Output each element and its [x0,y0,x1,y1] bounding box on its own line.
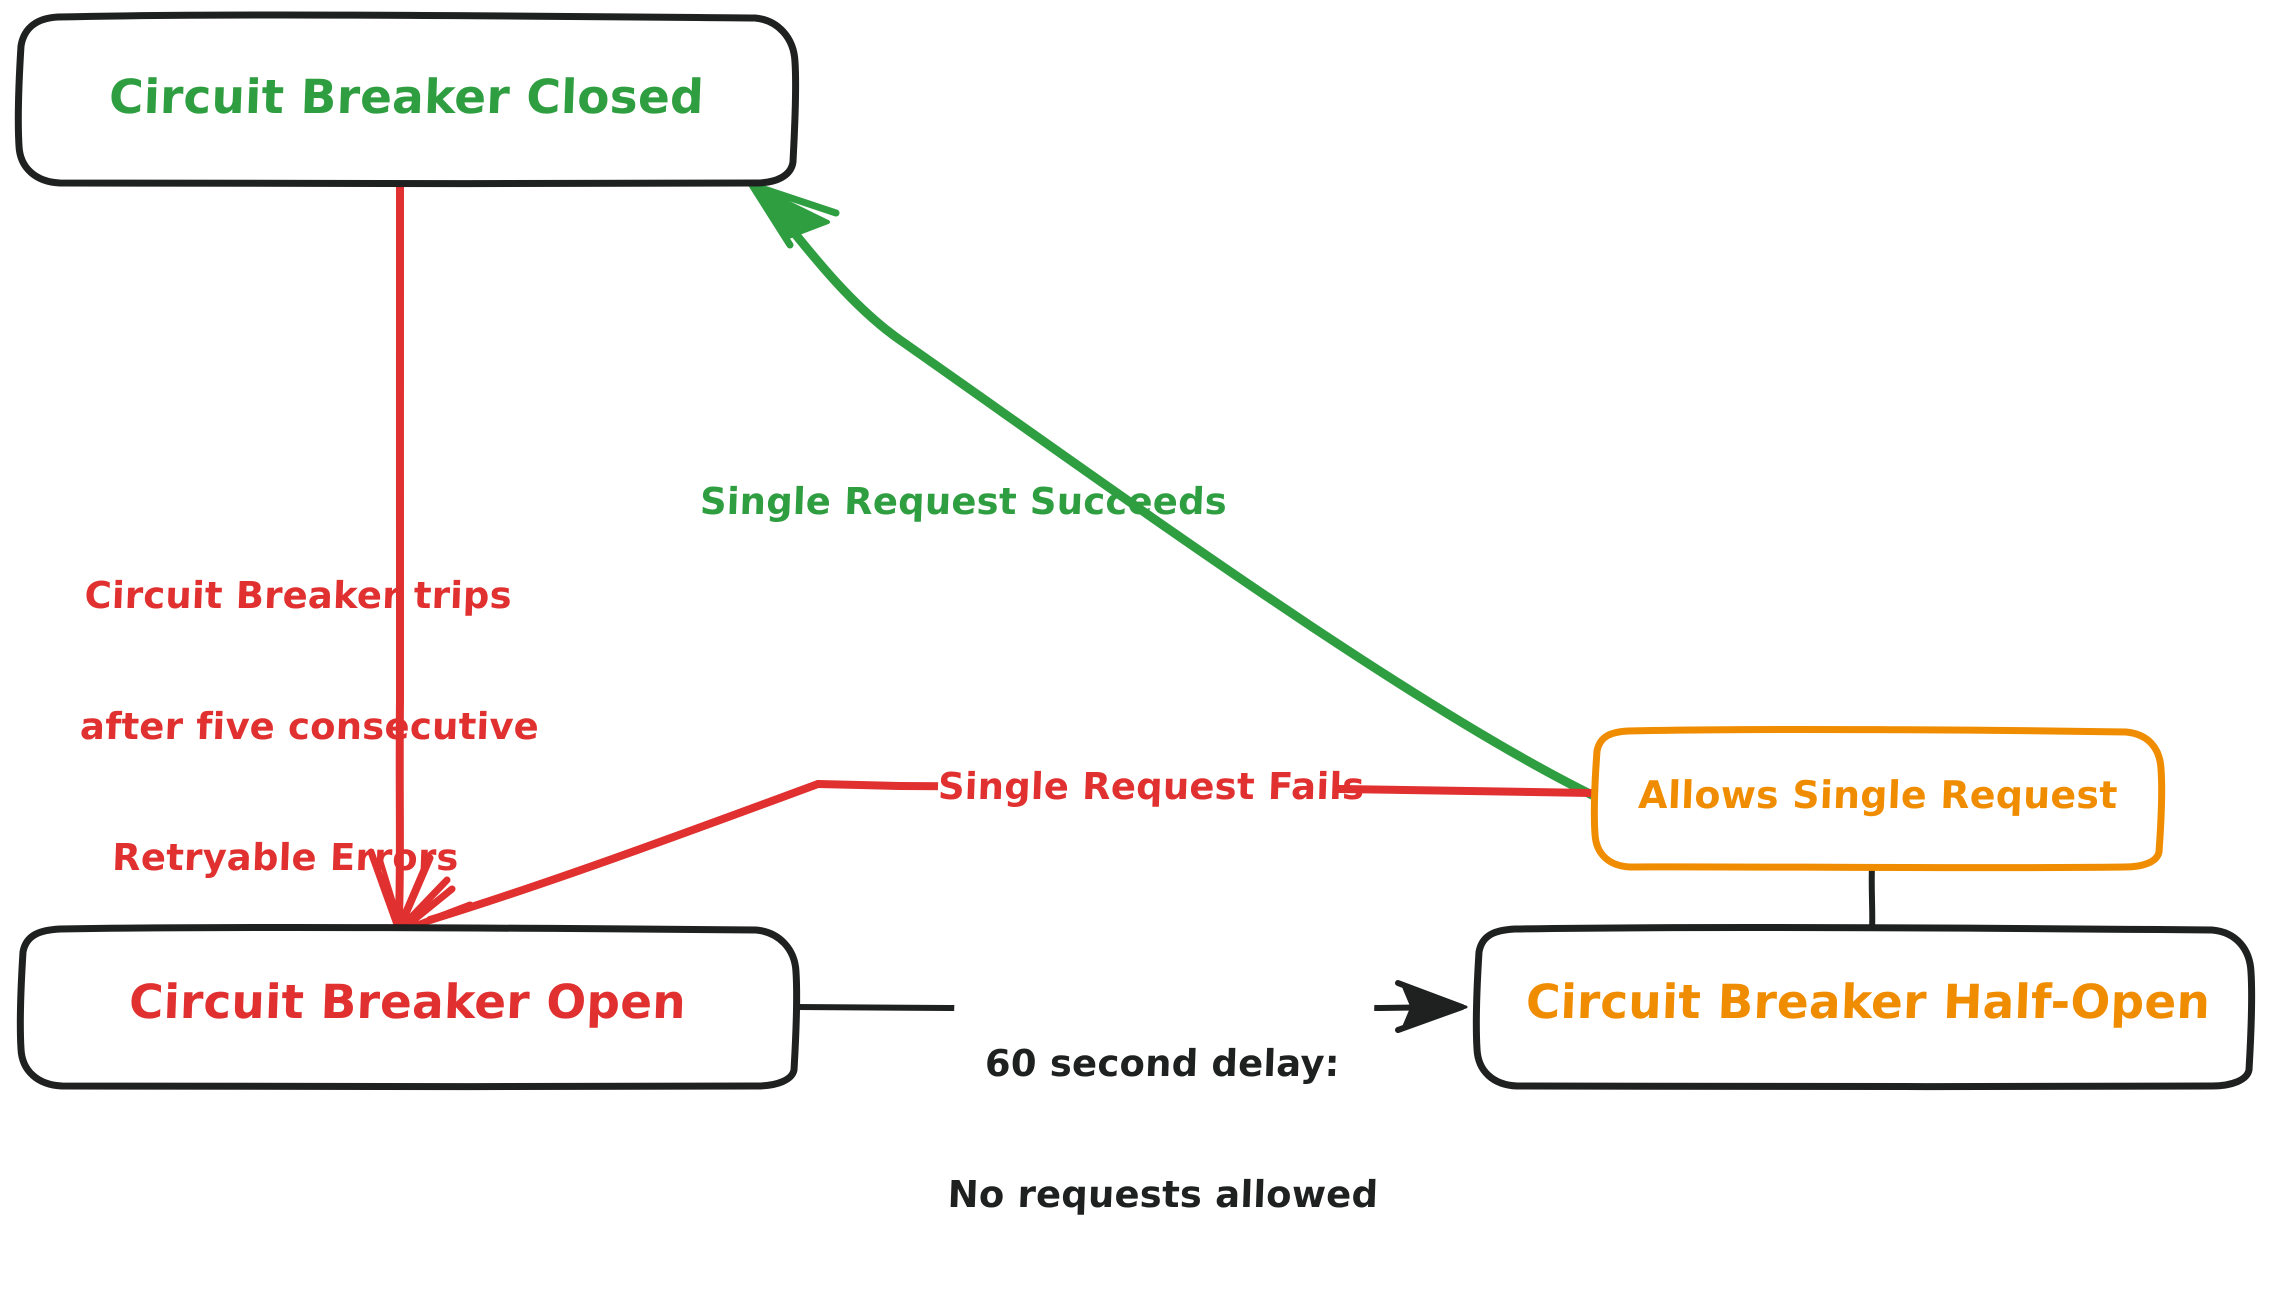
node-box-open[interactable] [16,923,801,1091]
edge-label-line-2: No requests allowed [946,1173,1379,1217]
node-box-closed[interactable] [14,11,800,188]
diagram-canvas: Circuit Breaker Closed Circuit Breaker O… [14,11,2256,1217]
edges-layer [367,179,1876,1033]
edge-allows-to-closed [748,181,1597,800]
node-box-halfopen[interactable] [1472,923,2256,1091]
node-box-allows-single-request[interactable] [1590,725,2166,872]
nodes-layer [14,11,2256,1091]
